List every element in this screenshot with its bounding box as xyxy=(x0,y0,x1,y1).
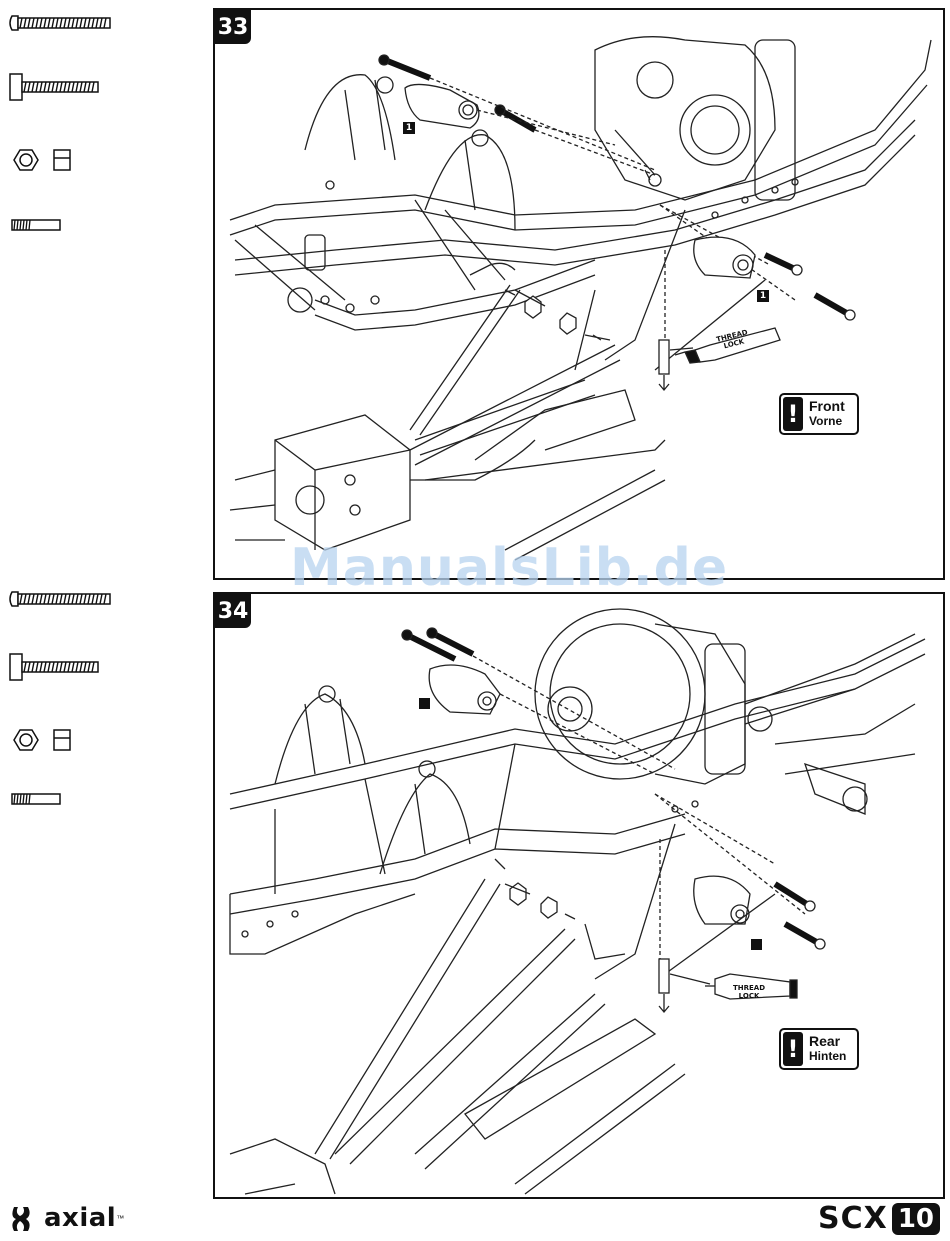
parts-legend-33-drawing xyxy=(0,8,210,248)
button-head-screw-icon xyxy=(10,16,110,30)
model-name: SCX xyxy=(818,1201,888,1236)
axial-logo-icon xyxy=(8,1203,38,1233)
button-head-screw-icon xyxy=(10,592,110,606)
screw-top-left xyxy=(379,55,430,78)
warning-icon: ! xyxy=(783,397,803,431)
part-label-1-right: 1 xyxy=(757,290,769,302)
parts-legend-34-drawing xyxy=(0,590,210,815)
warning-icon: ! xyxy=(783,1032,803,1066)
model-logo: SCX 10 xyxy=(818,1201,940,1236)
part-label-1: 1 xyxy=(403,122,415,134)
nylon-lock-nut-icon xyxy=(14,730,70,750)
set-screw-icon xyxy=(12,220,60,230)
orientation-note-rear: ! Rear Hinten xyxy=(779,1028,859,1070)
step-34-panel: 34 xyxy=(213,592,945,1199)
set-screw-icon xyxy=(12,794,60,804)
step-34-chassis-drawing xyxy=(215,594,943,1197)
note-line-2: Hinten xyxy=(809,1049,846,1064)
model-number: 10 xyxy=(892,1203,940,1235)
part-marker-square-right xyxy=(751,939,762,950)
brand-name: axial xyxy=(44,1203,116,1233)
watermark: ManualsLib.de xyxy=(290,538,728,598)
cap-head-screw-icon xyxy=(10,654,98,680)
step-33-panel: 33 xyxy=(213,8,945,580)
step-33-chassis-drawing xyxy=(215,10,943,578)
parts-legend-34 xyxy=(0,590,210,815)
orientation-note-front: ! Front Vorne xyxy=(779,393,859,435)
axial-logo: axial ™ xyxy=(8,1200,124,1236)
trademark-symbol: ™ xyxy=(116,1214,124,1223)
note-line-1: Front xyxy=(809,399,845,414)
part-marker-square xyxy=(419,698,430,709)
parts-legend-33 xyxy=(0,8,210,248)
nylon-lock-nut-icon xyxy=(14,150,70,170)
cap-head-screw-icon xyxy=(10,74,98,100)
note-line-1: Rear xyxy=(809,1034,846,1049)
note-line-2: Vorne xyxy=(809,414,845,429)
thread-lock-label: THREAD LOCK xyxy=(733,984,765,1000)
